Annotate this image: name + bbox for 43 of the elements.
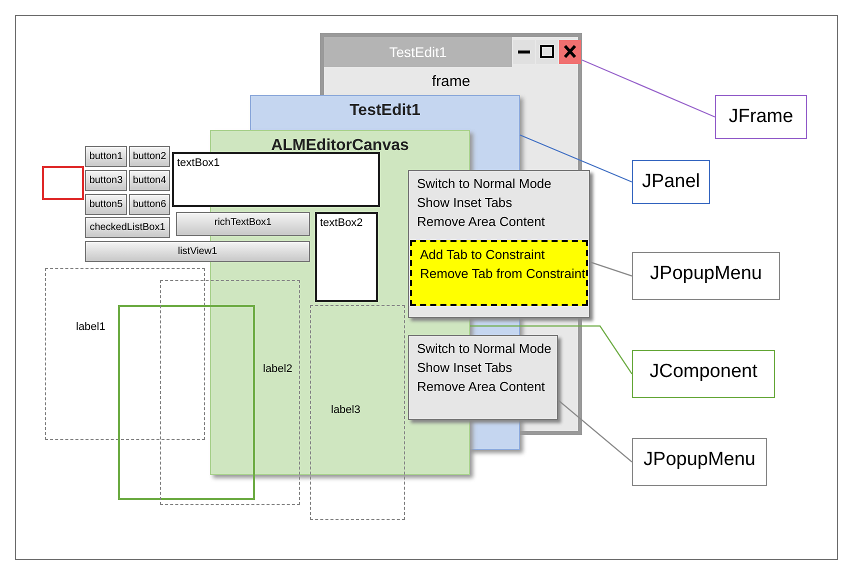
leader-line bbox=[470, 325, 632, 374]
menu-item: Remove Tab from Constraint bbox=[420, 266, 586, 281]
menu-item: Remove Area Content bbox=[417, 214, 545, 229]
component-outline bbox=[118, 305, 255, 500]
label-text: label3 bbox=[331, 404, 360, 416]
label-text: label2 bbox=[263, 363, 292, 375]
rich-text-box: richTextBox1 bbox=[176, 212, 310, 236]
leader-line bbox=[558, 400, 632, 462]
text-box: textBox2 bbox=[315, 212, 378, 302]
panel-title: TestEdit1 bbox=[348, 102, 422, 120]
list-view: listView1 bbox=[85, 241, 310, 262]
leader-line bbox=[590, 261, 632, 277]
menu-item: Switch to Normal Mode bbox=[417, 176, 552, 191]
label-text: label1 bbox=[76, 321, 106, 333]
label-area bbox=[310, 305, 405, 520]
callout-box: JComponent bbox=[632, 350, 775, 398]
push-button: button4 bbox=[129, 170, 170, 191]
leader-line bbox=[582, 59, 716, 118]
label-area bbox=[45, 268, 205, 440]
highlighted-menu-group bbox=[410, 240, 588, 306]
text-box: textBox1 bbox=[172, 152, 380, 207]
menu-item: Switch to Normal Mode bbox=[417, 341, 552, 356]
menu-item: Add Tab to Constraint bbox=[420, 247, 545, 262]
callout-box: JPopupMenu bbox=[632, 438, 767, 486]
title-bar: TestEdit1 bbox=[324, 37, 512, 67]
menu-item: Show Inset Tabs bbox=[417, 360, 512, 375]
push-button: button3 bbox=[85, 170, 127, 191]
label-area bbox=[160, 280, 300, 505]
highlight-box bbox=[42, 166, 84, 200]
push-button: button2 bbox=[129, 146, 170, 167]
panel-title: ALMEditorCanvas bbox=[270, 137, 410, 155]
popup-menu bbox=[408, 335, 558, 420]
push-button: button6 bbox=[129, 194, 170, 215]
menu-item: Remove Area Content bbox=[417, 379, 545, 394]
callout-box: JPanel bbox=[632, 160, 710, 204]
frame-title: frame bbox=[430, 73, 472, 90]
leader-line bbox=[520, 134, 632, 183]
push-button: button5 bbox=[85, 194, 127, 215]
menu-item: Show Inset Tabs bbox=[417, 195, 512, 210]
push-button: button1 bbox=[85, 146, 127, 167]
callout-box: JPopupMenu bbox=[632, 252, 780, 300]
callout-box: JFrame bbox=[715, 95, 807, 139]
list-box: checkedListBox1 bbox=[85, 217, 170, 238]
